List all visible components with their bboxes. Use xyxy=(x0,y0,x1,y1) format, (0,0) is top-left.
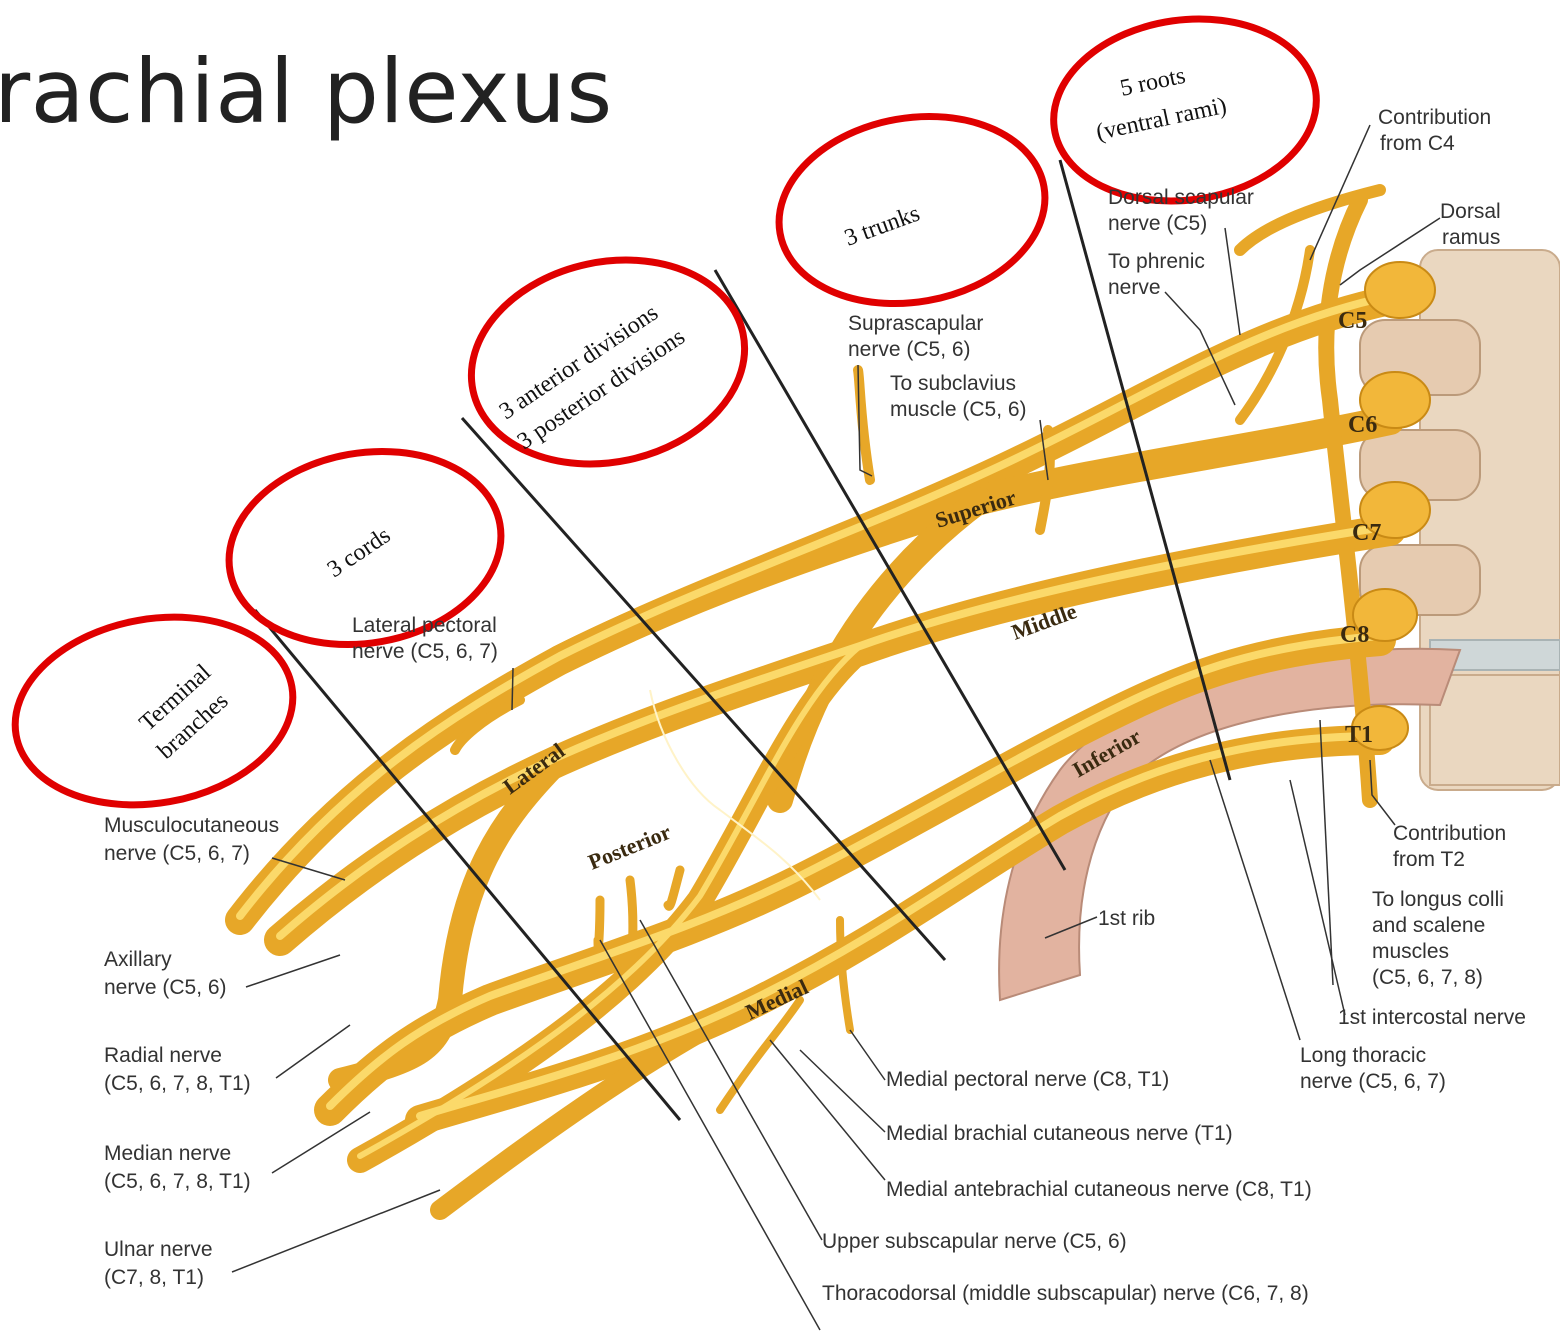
root-label-t1: T1 xyxy=(1345,722,1373,748)
cord-label-posterior: Posterior xyxy=(585,819,675,875)
label-long-thoracic-line1: Long thoracic xyxy=(1300,1044,1426,1067)
label-dorsal-scapular-line2: nerve (C5) xyxy=(1108,212,1207,235)
label-longus-colli-line3: muscles xyxy=(1372,940,1449,963)
label-lateral-pectoral-line1: Lateral pectoral xyxy=(352,614,497,637)
label-suprascapular-line2: nerve (C5, 6) xyxy=(848,338,971,361)
label-upper-subscapular: Upper subscapular nerve (C5, 6) xyxy=(822,1230,1127,1253)
label-dorsal-ramus-line2: ramus xyxy=(1442,226,1500,249)
ring-trunks-text: 3 trunks xyxy=(841,201,923,252)
label-medial-antebrachial: Medial antebrachial cutaneous nerve (C8,… xyxy=(886,1178,1312,1201)
label-ulnar-line2: (C7, 8, T1) xyxy=(104,1266,204,1289)
label-contribution-t2-line1: Contribution xyxy=(1393,822,1506,845)
label-median-line2: (C5, 6, 7, 8, T1) xyxy=(104,1170,251,1193)
label-medial-pectoral: Medial pectoral nerve (C8, T1) xyxy=(886,1068,1169,1091)
root-label-c5: C5 xyxy=(1338,308,1367,334)
label-medial-brachial: Medial brachial cutaneous nerve (T1) xyxy=(886,1122,1233,1145)
ring-roots-line2: (ventral rami) xyxy=(1094,93,1229,146)
label-ulnar-line1: Ulnar nerve xyxy=(104,1238,213,1261)
label-longus-colli-line2: and scalene xyxy=(1372,914,1485,937)
label-longus-colli-line4: (C5, 6, 7, 8) xyxy=(1372,966,1483,989)
label-subclavius-line2: muscle (C5, 6) xyxy=(890,398,1027,421)
ring-trunks: 3 trunks xyxy=(764,96,1060,324)
label-musculocutaneous-line2: nerve (C5, 6, 7) xyxy=(104,842,250,865)
leader-lines xyxy=(232,125,1440,1330)
label-axillary-line2: nerve (C5, 6) xyxy=(104,976,227,999)
label-longus-colli-line1: To longus colli xyxy=(1372,888,1504,911)
label-first-rib: 1st rib xyxy=(1098,907,1155,930)
label-dorsal-scapular-line1: Dorsal scapular xyxy=(1108,186,1254,209)
label-suprascapular-line1: Suprascapular xyxy=(848,312,983,335)
label-musculocutaneous-line1: Musculocutaneous xyxy=(104,814,279,837)
label-contribution-c4-line1: Contribution xyxy=(1378,106,1491,129)
ring-cords-text: 3 cords xyxy=(323,522,396,583)
label-radial-line2: (C5, 6, 7, 8, T1) xyxy=(104,1072,251,1095)
label-subclavius-line1: To subclavius xyxy=(890,372,1016,395)
label-dorsal-ramus-line1: Dorsal xyxy=(1440,200,1501,223)
label-thoracodorsal: Thoracodorsal (middle subscapular) nerve… xyxy=(822,1282,1309,1305)
label-median-line1: Median nerve xyxy=(104,1142,231,1165)
label-radial-line1: Radial nerve xyxy=(104,1044,222,1067)
root-label-c8: C8 xyxy=(1340,622,1369,648)
root-label-c6: C6 xyxy=(1348,412,1377,438)
label-first-intercostal: 1st intercostal nerve xyxy=(1338,1006,1526,1029)
label-contribution-c4-line2: from C4 xyxy=(1380,132,1455,155)
ring-terminal: Terminal branches xyxy=(0,596,308,826)
label-to-phrenic-line2: nerve xyxy=(1108,276,1161,299)
root-label-c7: C7 xyxy=(1352,520,1381,546)
label-axillary-line1: Axillary xyxy=(104,948,172,971)
ring-roots-line1: 5 roots xyxy=(1118,63,1188,102)
label-contribution-t2-line2: from T2 xyxy=(1393,848,1465,871)
label-long-thoracic-line2: nerve (C5, 6, 7) xyxy=(1300,1070,1446,1093)
label-lateral-pectoral-line2: nerve (C5, 6, 7) xyxy=(352,640,498,663)
label-to-phrenic-line1: To phrenic xyxy=(1108,250,1205,273)
